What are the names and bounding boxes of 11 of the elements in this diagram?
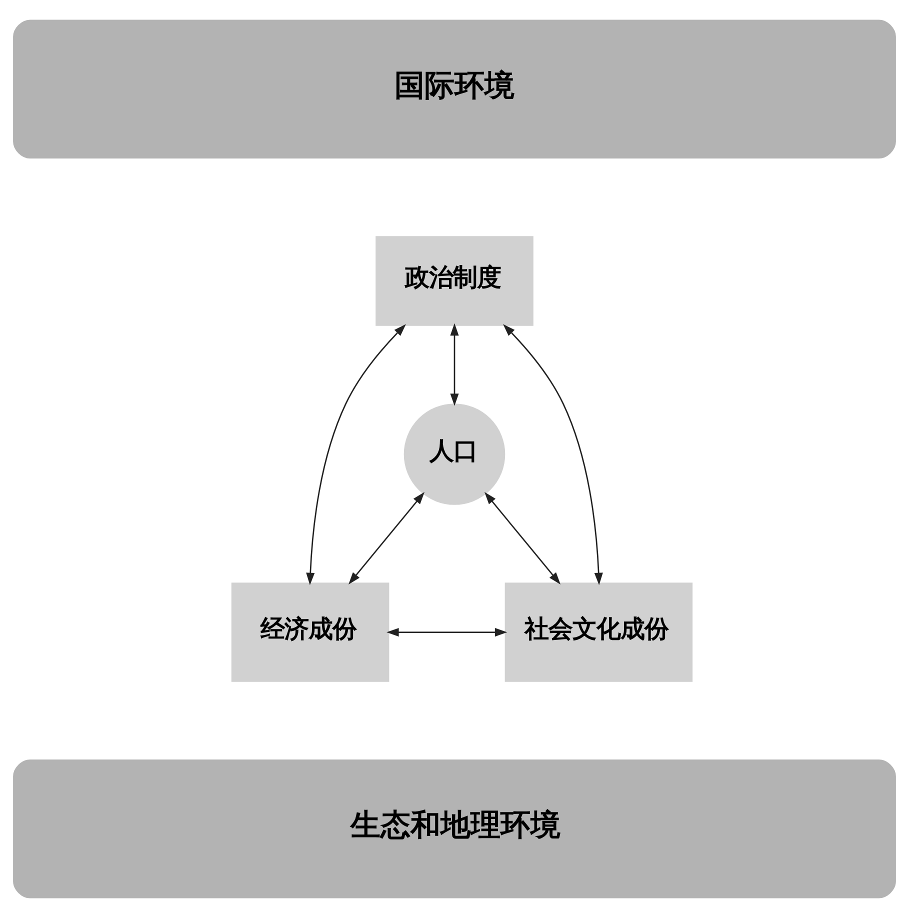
arrow — [450, 323, 459, 406]
node-box: 国际环境 — [13, 20, 896, 159]
arrow — [348, 492, 425, 584]
arrow — [503, 324, 603, 586]
node-box: 经济成份 — [231, 582, 390, 682]
arrow — [484, 492, 561, 584]
node-box: 生态和地理环境 — [13, 759, 896, 898]
node-box: 政治制度 — [376, 236, 534, 326]
node-box: 社会文化成份 — [504, 582, 693, 682]
arrow — [306, 324, 406, 586]
arrow — [386, 628, 508, 637]
